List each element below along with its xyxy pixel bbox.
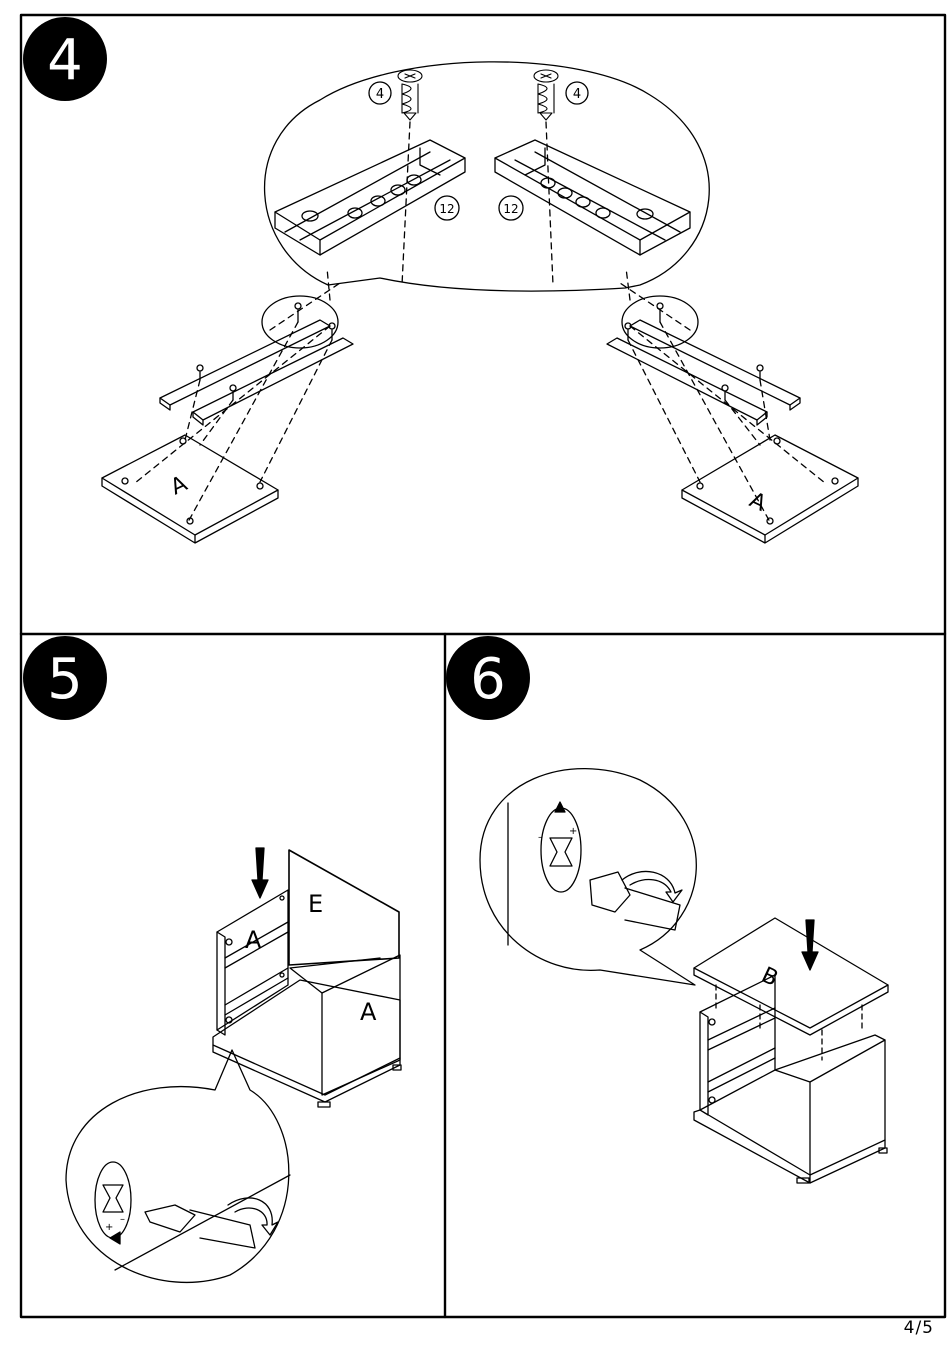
- callout-rail-right: 12: [499, 196, 523, 220]
- guides-6: [716, 985, 862, 1060]
- detail-bubble: [265, 62, 710, 291]
- step-badge-4: 4: [23, 17, 107, 101]
- step-badge-6: 6: [446, 636, 530, 720]
- callout-rail-left: 12: [435, 196, 459, 220]
- panel-label: A: [167, 471, 191, 500]
- screw-right: [534, 70, 558, 120]
- page-number: 4/5: [904, 1318, 934, 1338]
- screw-left: [398, 70, 422, 120]
- step-number-6: 6: [470, 647, 506, 712]
- step-badge-5: 5: [23, 636, 107, 720]
- screwdriver-6: [590, 871, 682, 930]
- back-panel-e: [289, 850, 399, 965]
- panel-label: A: [360, 998, 377, 1026]
- step-4-illustration: 4 4 12 12: [102, 62, 858, 543]
- callout-screw-right: 4: [566, 82, 588, 104]
- carcass-right-side: [810, 1040, 885, 1175]
- panel-label: A: [245, 926, 262, 954]
- callout-text: 12: [439, 202, 454, 216]
- push-arrow: [252, 848, 268, 898]
- mark-plus: +: [105, 1222, 113, 1233]
- push-arrow: [802, 920, 818, 970]
- step-6-illustration: – + B: [480, 769, 888, 1183]
- cam-lock-indicator-5: + –: [95, 1162, 131, 1244]
- mark-minus: –: [538, 832, 543, 843]
- step-number-5: 5: [47, 647, 83, 712]
- side-panel-a-left: [217, 890, 288, 1030]
- panel-a-right: A: [682, 435, 858, 543]
- step-5-illustration: A E A + –: [66, 848, 401, 1282]
- step-number-4: 4: [47, 28, 83, 93]
- cam-lock-indicator-6: – +: [538, 802, 581, 892]
- top-panel-b: [694, 918, 888, 1028]
- mark-plus: +: [569, 826, 577, 837]
- callout-text: 12: [503, 202, 518, 216]
- screwdriver-5: [145, 1198, 278, 1248]
- screw-guides: [402, 122, 553, 285]
- callout-text: 4: [573, 87, 581, 102]
- callout-text: 4: [376, 87, 384, 102]
- panel-label: A: [745, 488, 769, 517]
- rail-detail-right: [495, 140, 690, 255]
- rail-detail-left: [275, 140, 465, 255]
- rails-small-left: [160, 303, 353, 425]
- panel-a-left: A: [102, 435, 278, 543]
- mark-minus: –: [120, 1214, 125, 1225]
- panel-label: E: [308, 890, 323, 918]
- rails-small-right: [607, 303, 800, 425]
- carcass-base: [694, 1110, 810, 1183]
- callout-screw-left: 4: [369, 82, 391, 104]
